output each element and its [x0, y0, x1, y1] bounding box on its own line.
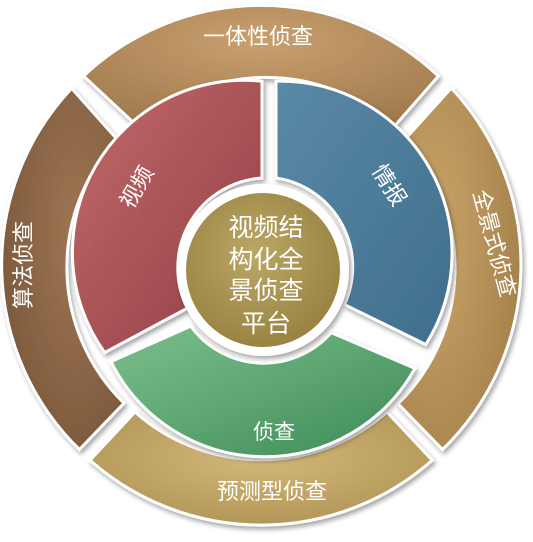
label-algorithmic: 算法侦查	[12, 221, 37, 309]
center-title: 视频结 构化全 景侦查 平台	[228, 213, 303, 338]
inner-ring	[70, 78, 454, 459]
label-predictive: 预测型侦查	[217, 480, 327, 505]
outer-segment-predictive[interactable]	[87, 409, 435, 527]
inner-segment-video[interactable]	[70, 78, 264, 355]
center-line-1: 视频结	[228, 213, 303, 242]
outer-segment-algorithmic[interactable]	[0, 86, 127, 452]
center-circle[interactable]	[186, 193, 340, 347]
inner-segment-intel[interactable]	[274, 79, 454, 347]
inner-segment-investigation[interactable]	[108, 324, 418, 459]
center-line-3: 景侦查	[228, 276, 303, 305]
label-integrated: 一体性侦查	[203, 25, 313, 50]
label-investigation: 侦查	[253, 420, 295, 444]
center-line-2: 构化全	[228, 245, 303, 274]
center-line-4: 平台	[241, 309, 291, 338]
